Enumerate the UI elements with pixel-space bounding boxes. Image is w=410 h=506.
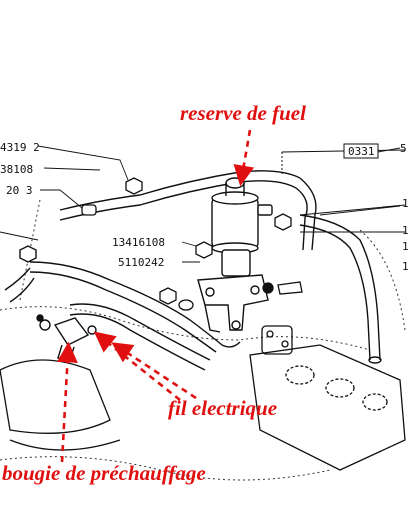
- fuel-reservoir: [211, 177, 273, 254]
- glowplug-hose: [69, 303, 211, 371]
- leader-lines: [0, 145, 401, 263]
- right-edge-mark-3: 1: [402, 240, 409, 253]
- label-reserve-de-fuel: reserve de fuel: [180, 101, 306, 125]
- lower-left-housing: [0, 359, 121, 451]
- part-number-left-mid: 38108: [0, 163, 33, 176]
- left-hose: [4, 261, 241, 353]
- part-box: [343, 143, 379, 159]
- nut-pair: [159, 241, 213, 311]
- part-number-center-a: 13416108: [112, 236, 165, 249]
- hose-clips: [81, 177, 292, 231]
- bolt-right: [262, 281, 303, 295]
- label-bougie-de-prechauffage: bougie de préchauffage: [2, 461, 206, 485]
- part-number-center-b: 5110242: [118, 256, 164, 269]
- label-fil-electrique: fil electrique: [168, 396, 277, 420]
- bougie-arrow: [57, 341, 78, 463]
- reserve-arrow: [233, 129, 255, 187]
- right-edge-mark-2: 1: [402, 224, 409, 237]
- part-number-left-bot: 20 3: [6, 184, 33, 197]
- part-number-left-top: 4319 2: [0, 141, 40, 154]
- fil-arrow-b: [111, 342, 197, 400]
- fil-arrow-a: [93, 331, 181, 402]
- pump-bracket: [197, 249, 269, 333]
- glow-plug: [19, 245, 97, 361]
- right-edge-mark-1: 1: [402, 197, 409, 210]
- right-hose: [299, 204, 406, 364]
- annotation-arrows: [57, 129, 255, 463]
- right-edge-mark-4: 1: [402, 260, 409, 273]
- part-number-box: 0331: [348, 145, 375, 158]
- exhaust-manifold: [249, 325, 406, 471]
- part-number-right-s: 5: [400, 142, 407, 155]
- top-hose: [59, 170, 317, 251]
